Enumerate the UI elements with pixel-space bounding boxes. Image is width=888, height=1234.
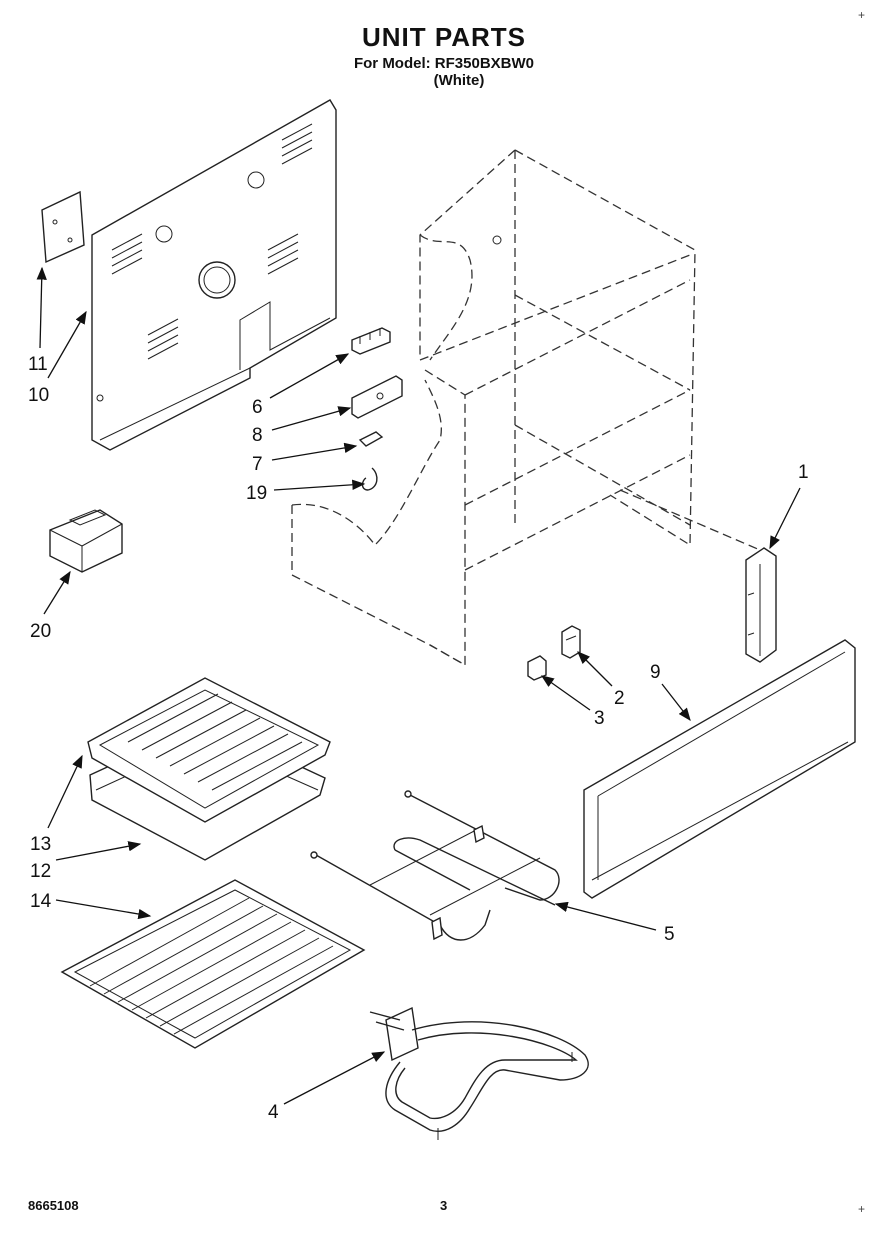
part-3-bracket [527,655,547,681]
callout-3: 3 [594,708,605,729]
callout-labels: 11 10 6 8 7 19 20 1 2 3 9 13 12 14 5 4 [28,354,809,1123]
part-11-cover-plate [41,190,85,264]
part-8-bracket [351,375,403,419]
callout-1: 1 [798,462,809,483]
color-variant: (White) [433,72,485,89]
callout-5: 5 [664,924,675,945]
document-number: 8665108 [28,1198,79,1213]
callout-12: 12 [30,861,51,882]
part-19-wire-hook [361,467,378,491]
callout-arrows [36,266,801,1105]
part-7-clip [358,431,384,447]
corner-mark-top-right: + [858,8,866,22]
part-4-bake-element [369,1006,589,1140]
part-10-back-panel [91,99,337,451]
part-5-broil-element [310,790,560,941]
part-13-broiler-grid [87,677,331,823]
callout-19: 19 [246,483,267,504]
part-14-oven-rack [60,879,366,1049]
corner-mark-bottom-right: + [858,1202,866,1216]
cabinet-outline [291,149,761,667]
callout-6: 6 [252,397,263,418]
part-9-front-panel [583,639,856,899]
callout-8: 8 [252,425,263,446]
page-number: 3 [440,1198,448,1213]
callout-14: 14 [30,891,52,912]
callout-9: 9 [650,662,661,683]
callout-2: 2 [614,688,625,709]
callout-10: 10 [28,385,49,406]
part-6-terminal-block [351,327,391,355]
part-2-bracket [561,625,581,659]
part-1-side-trim [745,547,777,663]
part-20-box [49,509,123,573]
callout-20: 20 [30,621,51,642]
callout-13: 13 [30,834,51,855]
callout-7: 7 [252,454,263,475]
callout-4: 4 [268,1102,279,1123]
page-title: UNIT PARTS [361,22,527,52]
model-line: For Model: RF350BXBW0 [353,55,534,72]
callout-11: 11 [28,354,48,375]
